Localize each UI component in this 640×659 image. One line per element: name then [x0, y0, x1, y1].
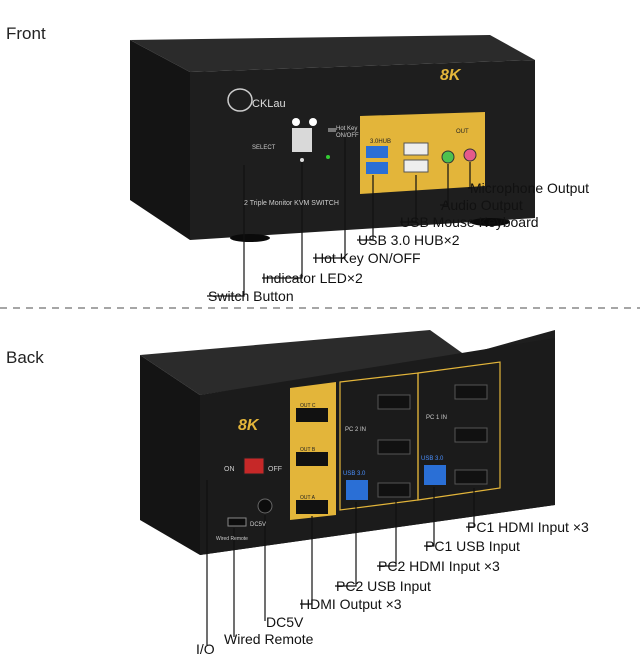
callout-dc5v: DC5V: [266, 614, 304, 630]
out-b-label: OUT B: [300, 447, 316, 453]
back-device: 8K: [140, 330, 555, 555]
usb30-port-2: [366, 162, 388, 174]
pc1-in-label: PC 1 IN: [426, 415, 448, 421]
callout-audio-output: Audio Output: [441, 197, 523, 213]
brand-logo: [227, 88, 253, 112]
pc1-usb-port: [424, 465, 446, 485]
callout-io: I/O: [196, 641, 215, 657]
pc1-usb30-label: USB 3.0: [421, 456, 444, 462]
out-a-label: OUT A: [300, 495, 315, 501]
pc2-usb30-label: USB 3.0: [343, 471, 366, 477]
callout-hotkey: Hot Key ON/OFF: [314, 250, 421, 266]
audio-jack: [441, 150, 455, 164]
back-callout-lines: [206, 480, 475, 645]
hotkey-switch: [328, 128, 336, 132]
front-section-title: Front: [6, 24, 46, 43]
hotkey-device-label: Hot Key ON/OFF: [336, 126, 359, 139]
wired-device-label: Wired Remote: [216, 536, 248, 542]
out-device-label: OUT: [456, 129, 469, 135]
brand-text: CKLau: [252, 98, 286, 110]
usb-keyboard-port: [403, 159, 429, 173]
callout-pc2-hdmi: PC2 HDMI Input ×3: [378, 558, 500, 574]
select-label: SELECT: [252, 145, 276, 151]
back-8k-badge: 8K: [238, 417, 260, 434]
callout-wired-remote: Wired Remote: [224, 631, 314, 647]
usb-hub-device-label: 3.0HUB: [370, 139, 392, 145]
front-device: 8K: [130, 35, 535, 242]
pc2-indicator: [309, 118, 317, 126]
model-text: 2 Triple Monitor KVM SWITCH: [244, 200, 339, 207]
select-button: [292, 128, 312, 152]
pc2-in-label: PC 2 IN: [345, 427, 367, 433]
switch-on-label: ON: [224, 466, 235, 473]
switch-off-label: OFF: [268, 466, 282, 473]
callout-hdmi-output: HDMI Output ×3: [300, 596, 402, 612]
front-8k-badge: 8K: [440, 67, 462, 84]
pc1-group: [417, 361, 501, 501]
back-section-title: Back: [6, 348, 44, 367]
callout-usb-mouse-keyboard: USB Mouse Keyboard: [400, 214, 539, 230]
callout-pc1-usb: PC1 USB Input: [425, 538, 520, 554]
out-c-label: OUT C: [300, 403, 316, 409]
pc1-indicator: [292, 118, 300, 126]
callout-pc2-usb: PC2 USB Input: [336, 578, 431, 594]
dc-port: [257, 498, 273, 514]
callout-microphone-output: Microphone Output: [470, 180, 590, 196]
callout-indicator-led: Indicator LED×2: [262, 270, 363, 286]
pc2-usb-port: [346, 480, 368, 500]
led-2: [326, 155, 330, 159]
callout-usb-hub: USB 3.0 HUB×2: [358, 232, 460, 248]
usb-mouse-port: [403, 142, 429, 156]
wired-remote-port: [227, 517, 247, 527]
usb30-port-1: [366, 146, 388, 158]
callout-switch-button: Switch Button: [208, 288, 294, 304]
mic-jack: [463, 148, 477, 162]
power-switch: [243, 457, 265, 475]
dc-device-label: DC5V: [250, 522, 267, 528]
front-callout-lines: [207, 135, 471, 297]
led-1: [300, 158, 304, 162]
callout-pc1-hdmi: PC1 HDMI Input ×3: [467, 519, 589, 535]
